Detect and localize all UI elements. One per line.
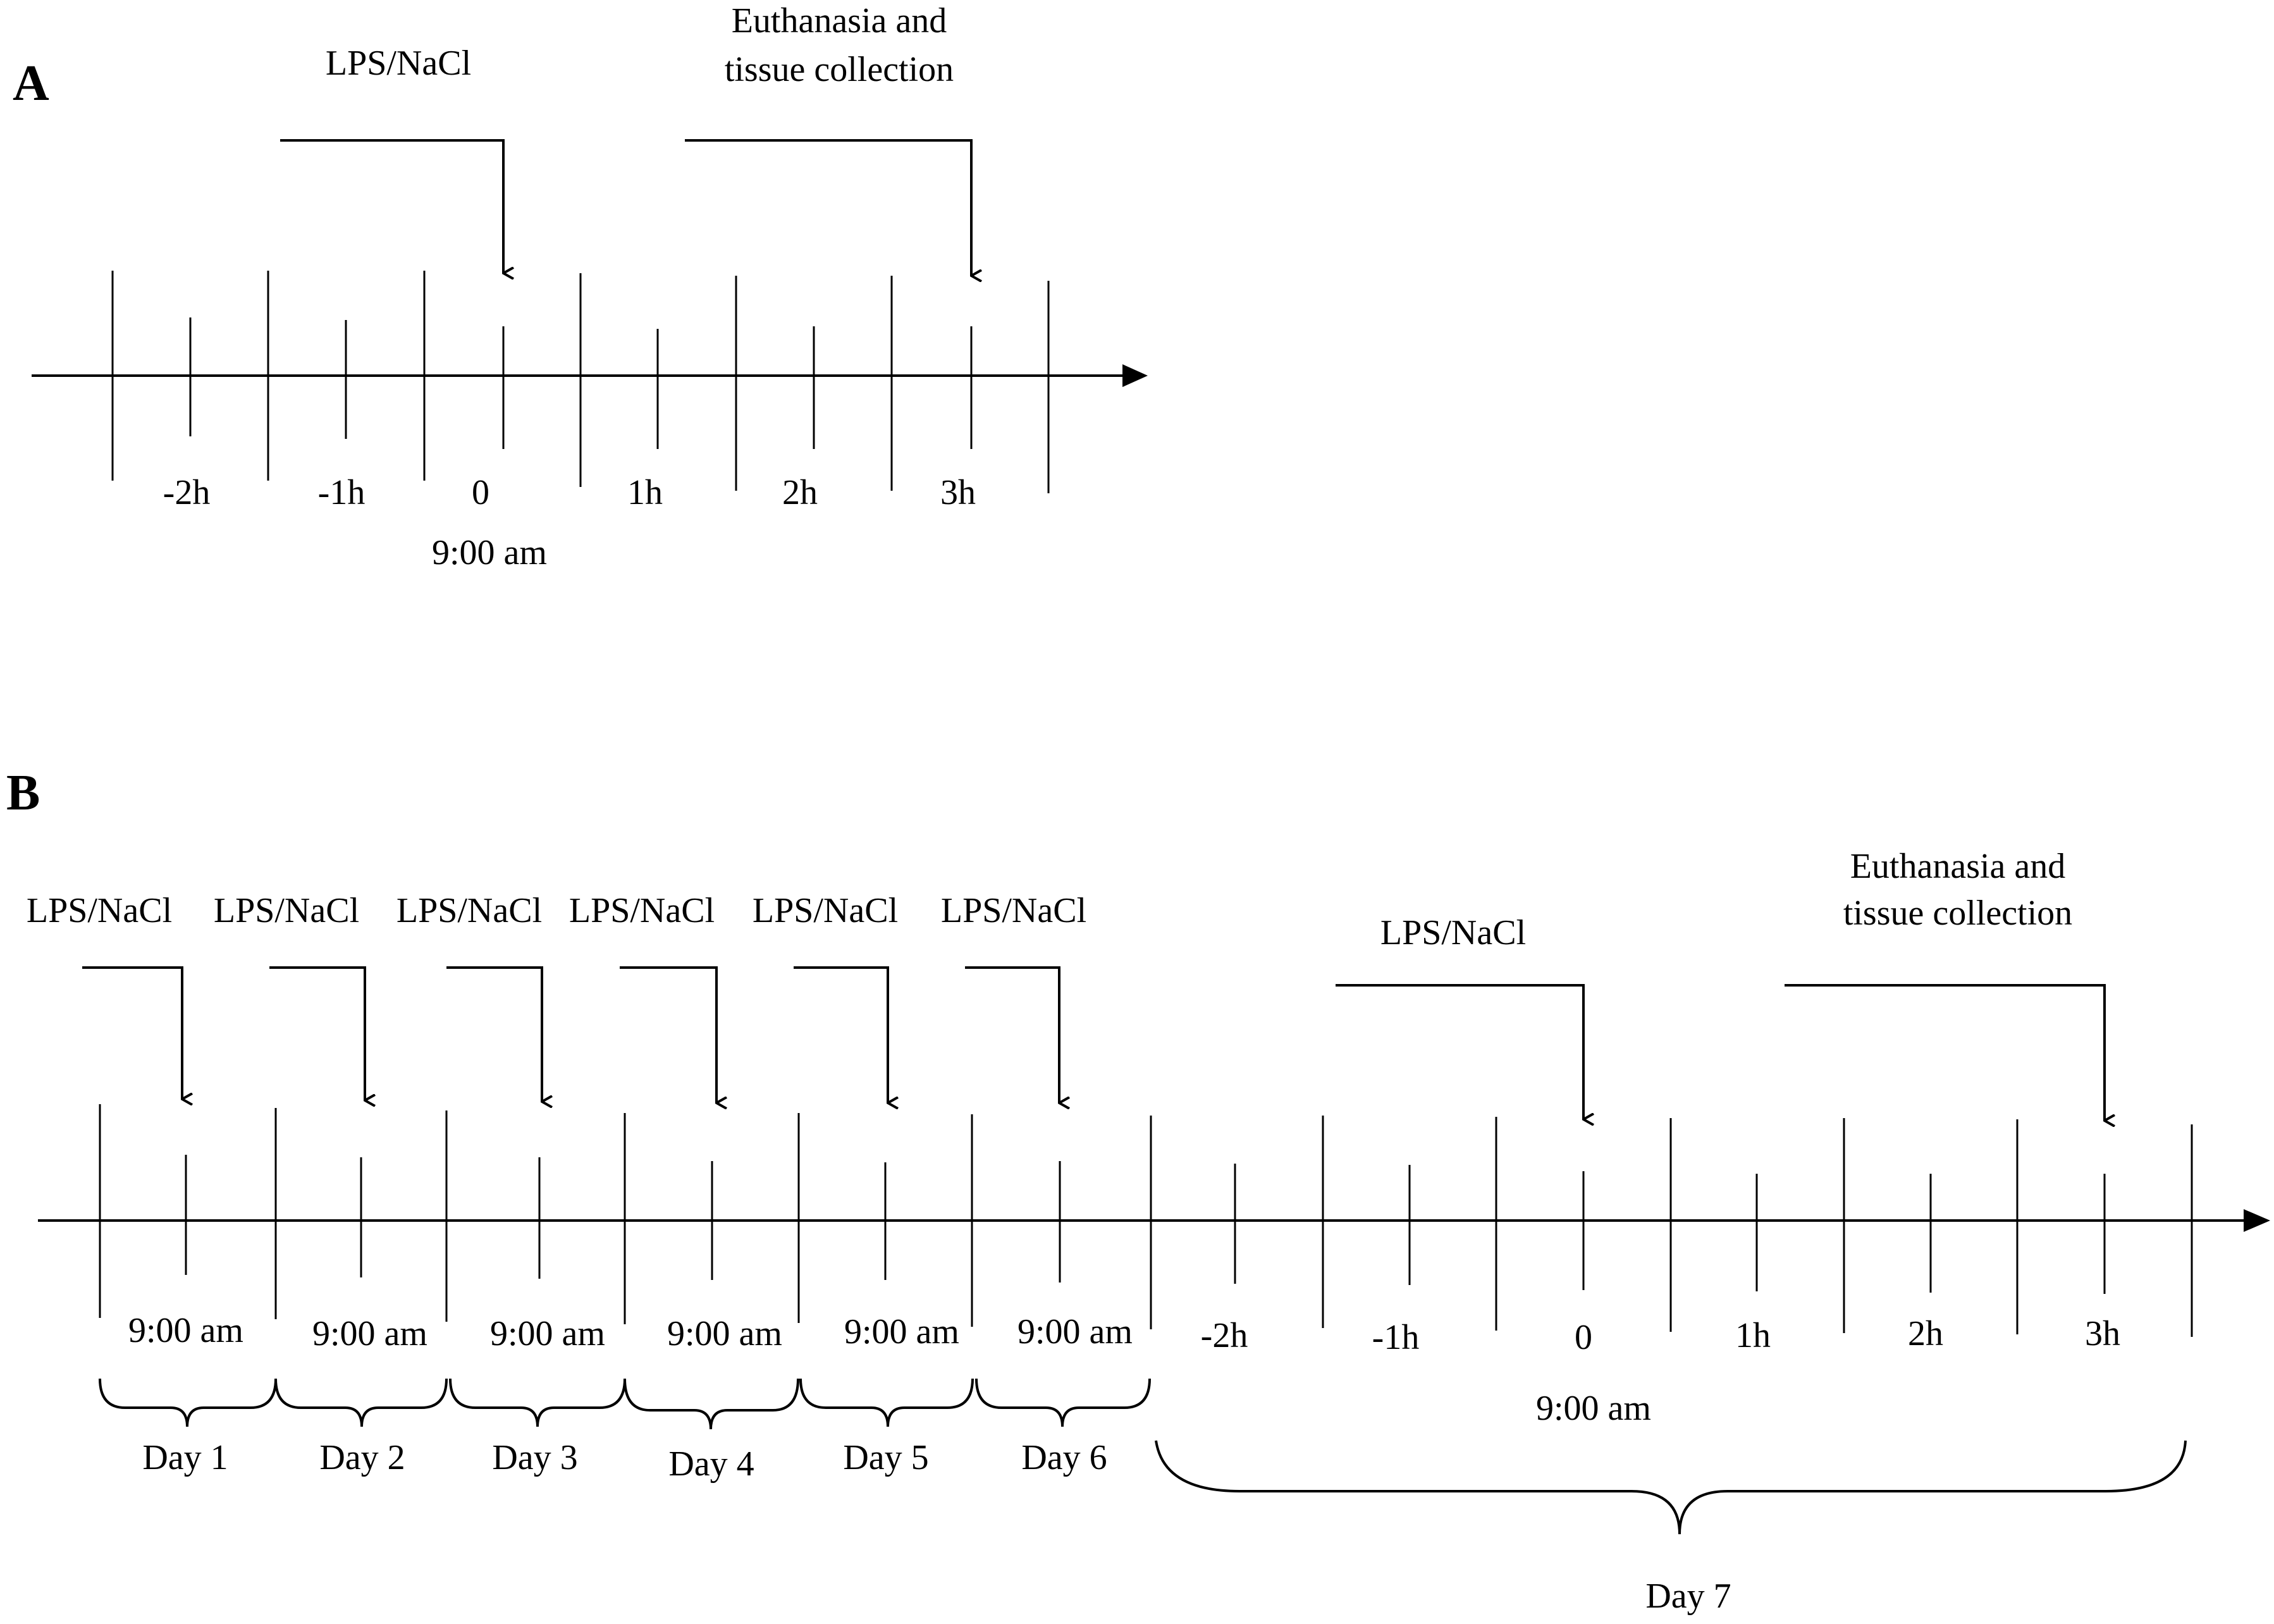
panel-a-tick-label: 0 [472,473,489,512]
panel-a-tick-labels: -2h -1h 0 1h 2h 3h [163,473,976,512]
panel-a: A -2h -1h 0 1h 2h [13,1,1148,572]
panel-b-daily-lps-label: LPS/NaCl [753,891,898,930]
panel-b-day-labels: Day 1 Day 2 Day 3 Day 4 Day 5 Day 6 [142,1438,1107,1484]
panel-a-tick-label: 1h [627,473,663,512]
panel-b-day-label: Day 1 [142,1438,228,1477]
panel-b-day7-lps-label: LPS/NaCl [1380,913,1526,952]
day-brace [799,1378,974,1427]
panel-a-euthanasia-label: tissue collection [725,50,954,89]
day-brace [975,1378,1151,1427]
panel-b-day7-label: Day 7 [1645,1577,1731,1616]
panel-a-euthanasia-label: Euthanasia and [732,1,947,40]
panel-a-lps-label: LPS/NaCl [326,44,471,83]
panel-b-label: B [6,765,40,821]
panel-b-daily-lps-label: LPS/NaCl [569,891,715,930]
panel-b-daily-lps-arrow [446,966,542,1102]
panel-b-daily-lps-arrow [794,966,888,1103]
day-brace [624,1378,799,1430]
panel-b-day7-tick-label: 3h [2085,1314,2120,1353]
panel-b-daily-time: 9:00 am [312,1314,427,1353]
panel-b-day-label: Day 3 [492,1438,577,1477]
panel-a-axis-arrowhead [1122,364,1148,387]
panel-b-day-label: Day 4 [668,1444,754,1484]
panel-b-day7-zero-time: 9:00 am [1536,1389,1651,1428]
day-brace [449,1378,626,1427]
panel-b-day7-tick-labels: -2h -1h 0 1h 2h 3h [1201,1314,2120,1357]
panel-b-daily-time: 9:00 am [128,1311,243,1350]
panel-b-day7-tick-label: 1h [1735,1316,1771,1355]
panel-b-day7-tick-label: 2h [1908,1314,1943,1353]
panel-b-daily-time: 9:00 am [844,1312,959,1351]
day-brace [99,1378,277,1427]
panel-b-day7-euthanasia-arrow [1785,984,2105,1121]
panel-b-daily-lps-arrow [965,966,1059,1103]
panel-b-daily-time: 9:00 am [490,1314,605,1353]
panel-b-daily-events: LPS/NaCl LPS/NaCl LPS/NaCl LPS/NaCl LPS/… [27,891,1086,1103]
panel-b-minor-ticks [185,1155,2106,1294]
panel-b-major-ticks [99,1104,2193,1337]
panel-b-daily-times: 9:00 am 9:00 am 9:00 am 9:00 am 9:00 am … [128,1311,1133,1353]
panel-b-daily-time: 9:00 am [667,1314,782,1353]
panel-b-day7-tick-label: -1h [1372,1318,1420,1357]
panel-b-day-braces [99,1378,1151,1430]
panel-b-day-label: Day 2 [319,1438,405,1477]
panel-a-tick-label: 2h [782,473,818,512]
panel-b-daily-time: 9:00 am [1017,1312,1133,1351]
panel-b-day-label: Day 6 [1021,1438,1107,1477]
panel-a-zero-time: 9:00 am [432,533,547,572]
panel-a-label: A [13,56,49,111]
panel-b-day7-lps-arrow [1336,984,1583,1119]
panel-b-day7-tick-label: -2h [1201,1316,1248,1355]
panel-a-lps-arrow [280,139,503,273]
panel-b-daily-lps-label: LPS/NaCl [396,891,542,930]
panel-b-day-label: Day 5 [843,1438,928,1477]
panel-b-daily-lps-label: LPS/NaCl [941,891,1086,930]
panel-b-day7-euthanasia-label: Euthanasia and [1850,847,2066,886]
panel-a-euthanasia-arrow [685,139,971,276]
panel-a-tick-label: 3h [940,473,976,512]
day-brace [274,1378,448,1427]
panel-a-tick-label: -1h [318,473,366,512]
panel-b-daily-lps-arrow [82,966,182,1099]
panel-b-day7-tick-label: 0 [1575,1318,1592,1357]
panel-a-major-ticks [111,271,1050,493]
panel-b-axis-arrowhead [2244,1209,2270,1232]
panel-b: B [6,765,2270,1616]
panel-b-day7-brace [1155,1440,2187,1535]
panel-a-tick-label: -2h [163,473,211,512]
panel-a-minor-ticks [189,317,973,449]
panel-b-daily-lps-arrow [620,966,716,1103]
panel-b-daily-lps-label: LPS/NaCl [214,891,359,930]
panel-b-daily-lps-label: LPS/NaCl [27,891,172,930]
panel-b-daily-lps-arrow [269,966,365,1100]
panel-b-day7-euthanasia-label: tissue collection [1843,894,2072,933]
